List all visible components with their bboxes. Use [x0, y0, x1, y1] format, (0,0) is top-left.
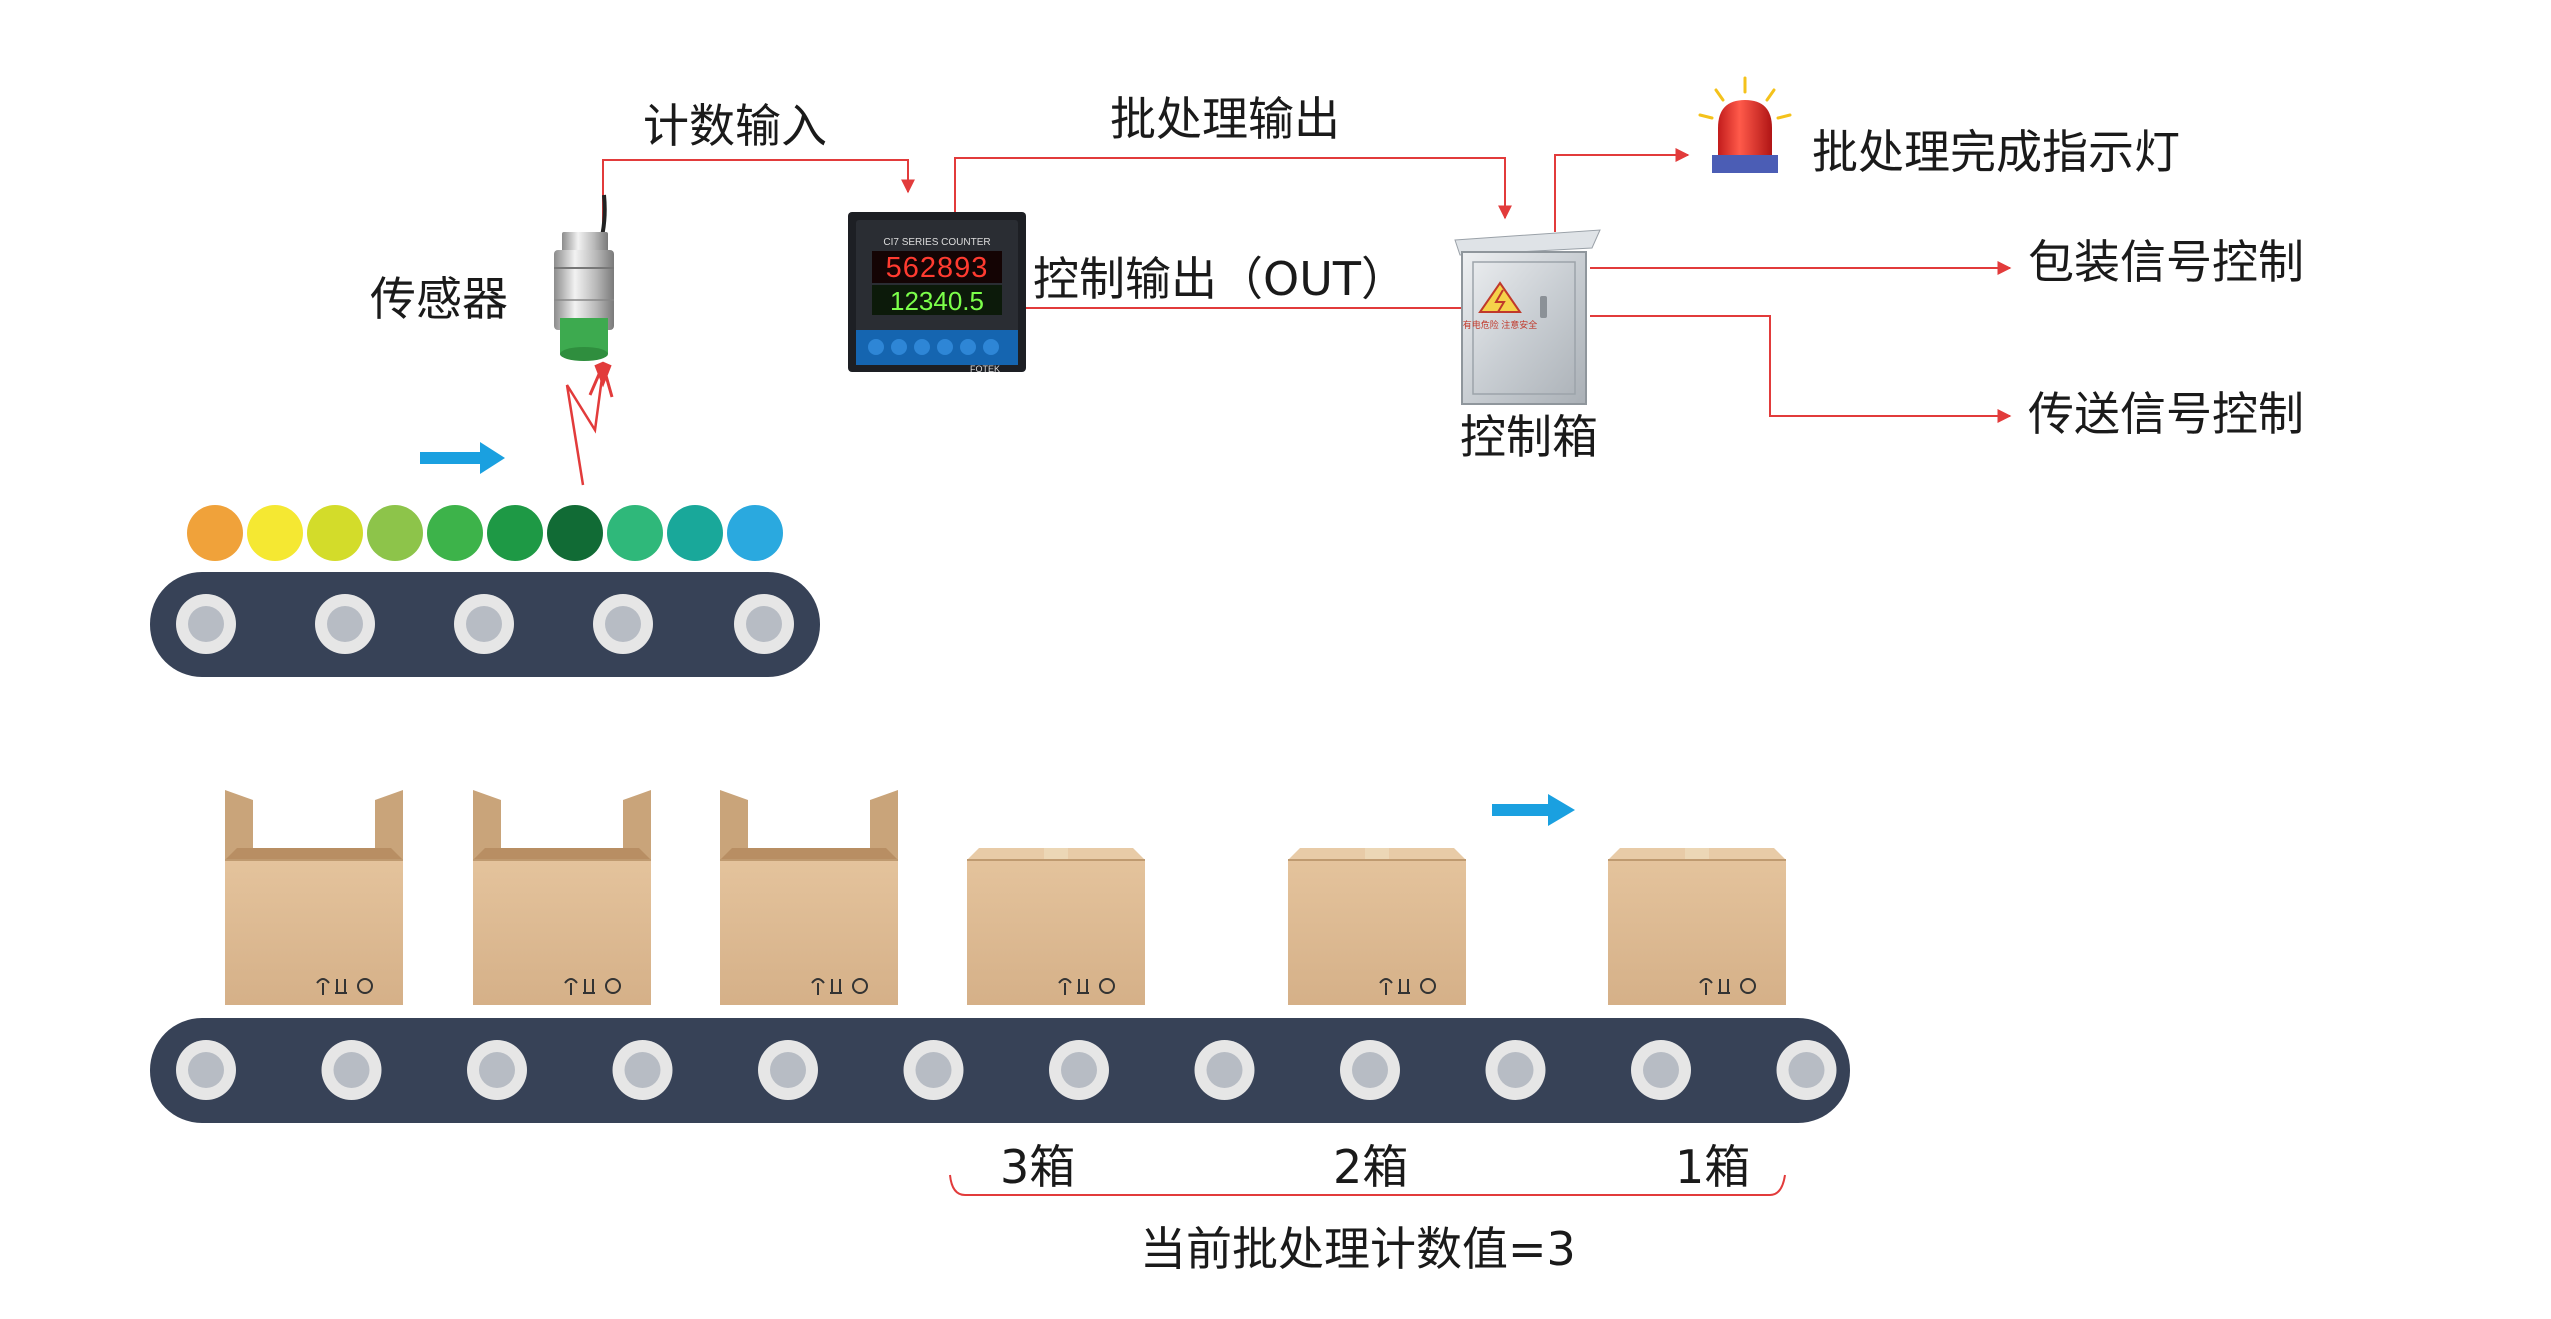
product-item — [247, 505, 303, 561]
roller — [734, 594, 794, 654]
product-items — [187, 505, 783, 561]
box2-label: 2箱 — [1333, 1140, 1408, 1194]
count-input-label: 计数输入 — [643, 99, 827, 153]
box3-label: 3箱 — [1000, 1140, 1075, 1194]
box-direction-arrow-icon — [1492, 794, 1575, 826]
product-item — [487, 505, 543, 561]
counter-brand: FOTEK — [970, 364, 1000, 374]
roller — [1049, 1040, 1109, 1100]
sealed-box — [1608, 848, 1786, 1005]
sensing-beam — [565, 361, 614, 486]
boxes — [225, 790, 1786, 1005]
roller — [1776, 1040, 1837, 1100]
box1-label: 1箱 — [1675, 1140, 1750, 1194]
batch-output-label: 批处理输出 — [1110, 92, 1340, 146]
roller — [593, 594, 653, 654]
roller — [1485, 1040, 1546, 1100]
roller — [1340, 1040, 1400, 1100]
counter-top-value: 562893 — [886, 252, 989, 284]
batch-count-label: 当前批处理计数值=3 — [1140, 1222, 1576, 1276]
open-box — [225, 790, 403, 1005]
batch-output-line — [954, 157, 1512, 220]
counter-title: CI7 SERIES COUNTER — [883, 237, 990, 248]
roller — [176, 594, 236, 654]
open-box — [720, 790, 898, 1005]
batch-done-light-label: 批处理完成指示灯 — [1812, 125, 2180, 179]
open-box — [473, 790, 651, 1005]
convey-line — [1590, 315, 2012, 423]
roller — [315, 594, 375, 654]
product-item — [187, 505, 243, 561]
control-output-label: 控制输出（OUT） — [1033, 252, 1407, 306]
roller — [454, 594, 514, 654]
indicator-lamp-icon — [1698, 76, 1792, 173]
product-item — [367, 505, 423, 561]
roller — [612, 1040, 673, 1100]
roller — [467, 1040, 527, 1100]
direction-arrow-icon — [420, 442, 505, 474]
product-item — [667, 505, 723, 561]
roller — [758, 1040, 818, 1100]
product-item — [427, 505, 483, 561]
connectors — [602, 148, 2012, 423]
sensor — [554, 194, 614, 361]
control-box-label: 控制箱 — [1460, 410, 1598, 464]
sealed-box — [1288, 848, 1466, 1005]
sensor-label: 传感器 — [370, 272, 508, 326]
product-item — [307, 505, 363, 561]
counter-bottom-value: 12340.5 — [890, 286, 984, 316]
control-box: 有电危险 注意安全 — [1454, 229, 1601, 405]
product-item — [727, 505, 783, 561]
packing-signal-label: 包装信号控制 — [2028, 235, 2304, 289]
product-item — [547, 505, 603, 561]
sealed-box — [967, 848, 1145, 1005]
batch-bracket — [949, 1174, 1786, 1196]
roller — [903, 1040, 964, 1100]
lower-conveyor — [150, 1018, 1850, 1123]
upper-conveyor — [150, 572, 820, 677]
lamp-line — [1554, 148, 1690, 232]
counter-device: CI7 SERIES COUNTER 562893 12340.5 FOTEK — [848, 212, 1026, 374]
roller — [321, 1040, 382, 1100]
roller — [176, 1040, 236, 1100]
cabinet-warning: 有电危险 注意安全 — [1463, 319, 1538, 330]
convey-signal-label: 传送信号控制 — [2028, 387, 2304, 441]
roller — [1194, 1040, 1255, 1100]
product-item — [607, 505, 663, 561]
roller — [1631, 1040, 1691, 1100]
